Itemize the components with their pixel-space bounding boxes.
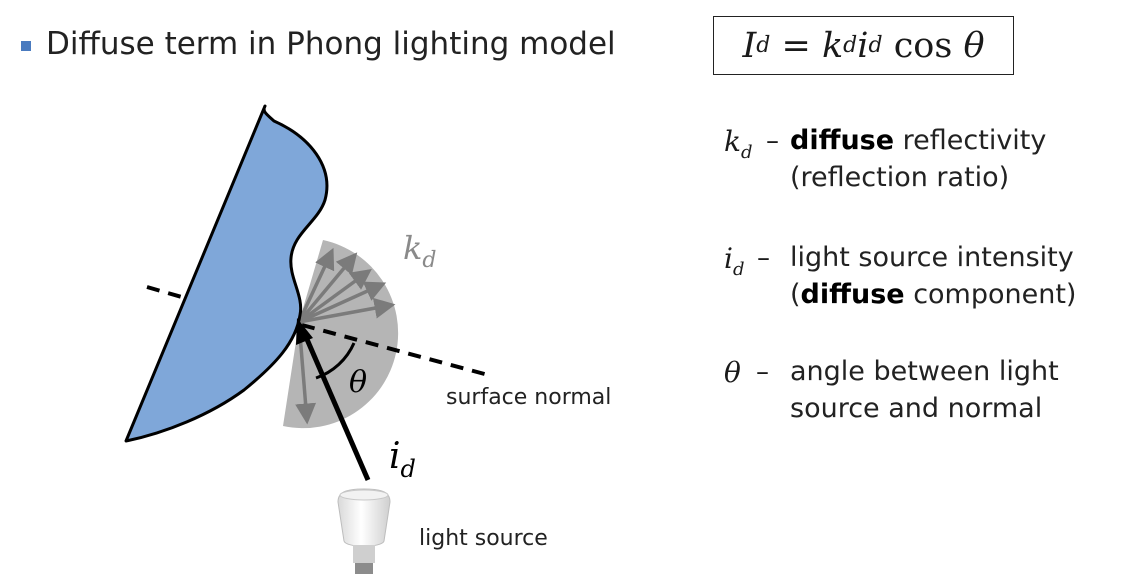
formula-k: k xyxy=(821,25,844,66)
legend-kd-dash: – xyxy=(766,126,779,156)
light-bulb-icon xyxy=(337,488,391,574)
slide-title: Diffuse term in Phong lighting model xyxy=(46,26,616,62)
theta-angle-arc xyxy=(315,342,356,380)
formula-i: i xyxy=(857,25,869,66)
surface-normal-label: surface normal xyxy=(446,385,612,410)
legend-theta-description: angle between light source and normal xyxy=(790,356,1059,424)
formula-k-sub: d xyxy=(843,33,858,58)
formula-cos: cos xyxy=(882,25,964,66)
id-intensity-label: id xyxy=(389,436,416,483)
formula-i-sub: d xyxy=(868,33,883,58)
theta-label: θ xyxy=(349,365,368,400)
formula-equals: = xyxy=(770,25,822,66)
surface-normal-dashed-line xyxy=(301,323,493,378)
legend-kd-symbol: kd xyxy=(724,125,753,163)
legend-id-dash: – xyxy=(757,243,770,273)
reflected-ray-arrows xyxy=(295,247,396,425)
incident-arrow-head-icon xyxy=(296,318,313,345)
legend-id-description: light source intensity (diffuse componen… xyxy=(790,242,1077,310)
formula-I: I xyxy=(742,25,757,66)
legend-kd-description: diffuse reflectivity (reflection ratio) xyxy=(790,125,1047,193)
legend-theta-symbol: θ xyxy=(724,356,741,389)
light-source-label: light source xyxy=(419,526,548,551)
formula-theta: θ xyxy=(963,25,985,66)
legend-id-symbol: id xyxy=(724,242,745,280)
blue-surface xyxy=(124,104,329,443)
incident-light-arrow xyxy=(303,336,371,481)
formula-I-sub: d xyxy=(756,33,771,58)
legend-theta-dash: – xyxy=(756,357,769,387)
surface-normal-dashed-line-left xyxy=(146,285,186,300)
kd-fan-label: kd xyxy=(403,229,437,273)
bullet-square-icon xyxy=(21,41,31,51)
